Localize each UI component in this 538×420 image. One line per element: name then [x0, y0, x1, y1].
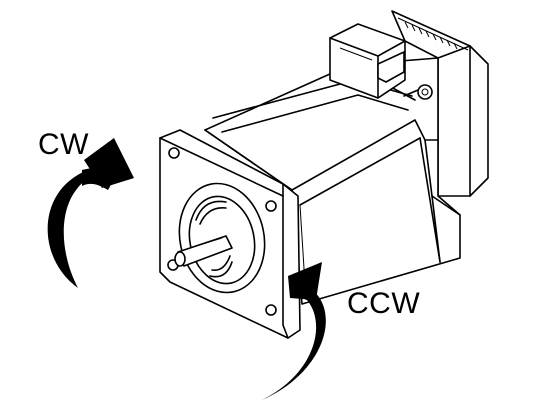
ccw-arrow-icon — [262, 262, 326, 400]
motor-shaft — [174, 235, 233, 267]
connector-block — [329, 23, 433, 100]
cw-arrow-icon — [47, 138, 134, 288]
ground-screw-icon — [417, 84, 433, 100]
mounting-hole-top-right-icon — [265, 200, 277, 212]
rear-end-cap — [391, 10, 489, 197]
cw-label: CW — [38, 128, 89, 161]
mounting-hole-bottom-right-icon — [265, 304, 277, 316]
motor-body — [204, 57, 461, 305]
ccw-label: CCW — [347, 287, 421, 320]
mounting-hole-top-left-icon — [168, 147, 180, 159]
rear-cap-ribs — [404, 21, 458, 50]
